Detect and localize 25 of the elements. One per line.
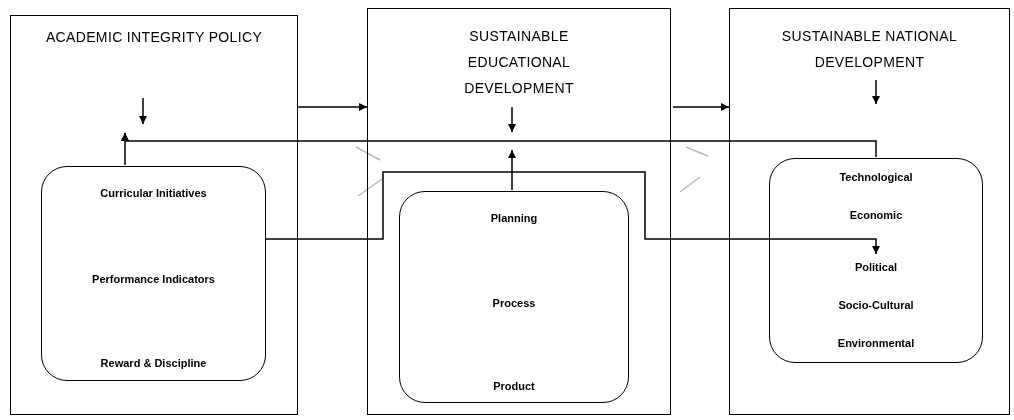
list-item: Product bbox=[493, 379, 535, 394]
list-item: Curricular Initiatives bbox=[100, 186, 207, 201]
list-item: Process bbox=[492, 296, 536, 311]
list-item: Technological bbox=[839, 170, 913, 185]
list-item: Political bbox=[854, 260, 898, 275]
arrow bbox=[264, 171, 880, 255]
rounded-box bbox=[399, 191, 629, 403]
process-box bbox=[367, 8, 671, 415]
list-item: Planning bbox=[490, 211, 538, 226]
arrow bbox=[121, 132, 129, 166]
rounded-box bbox=[41, 166, 266, 381]
arrow bbox=[297, 103, 368, 111]
list-item: Performance Indicators bbox=[92, 272, 215, 287]
box-title: SUSTAINABLE EDUCATIONAL DEVELOPMENT bbox=[463, 27, 575, 98]
rounded-box bbox=[769, 158, 983, 363]
list-item: Economic bbox=[849, 208, 903, 223]
list-item: Socio-Cultural bbox=[838, 298, 914, 313]
list-item: Environmental bbox=[837, 336, 915, 351]
process-box bbox=[10, 15, 298, 415]
process-box bbox=[729, 8, 1010, 415]
box-title: ACADEMIC INTEGRITY POLICY bbox=[44, 28, 264, 47]
list-item: Reward & Discipline bbox=[100, 356, 207, 371]
arrow bbox=[508, 149, 516, 191]
arrow bbox=[672, 103, 730, 111]
box-title: SUSTAINABLE NATIONAL DEVELOPMENT bbox=[780, 27, 959, 72]
